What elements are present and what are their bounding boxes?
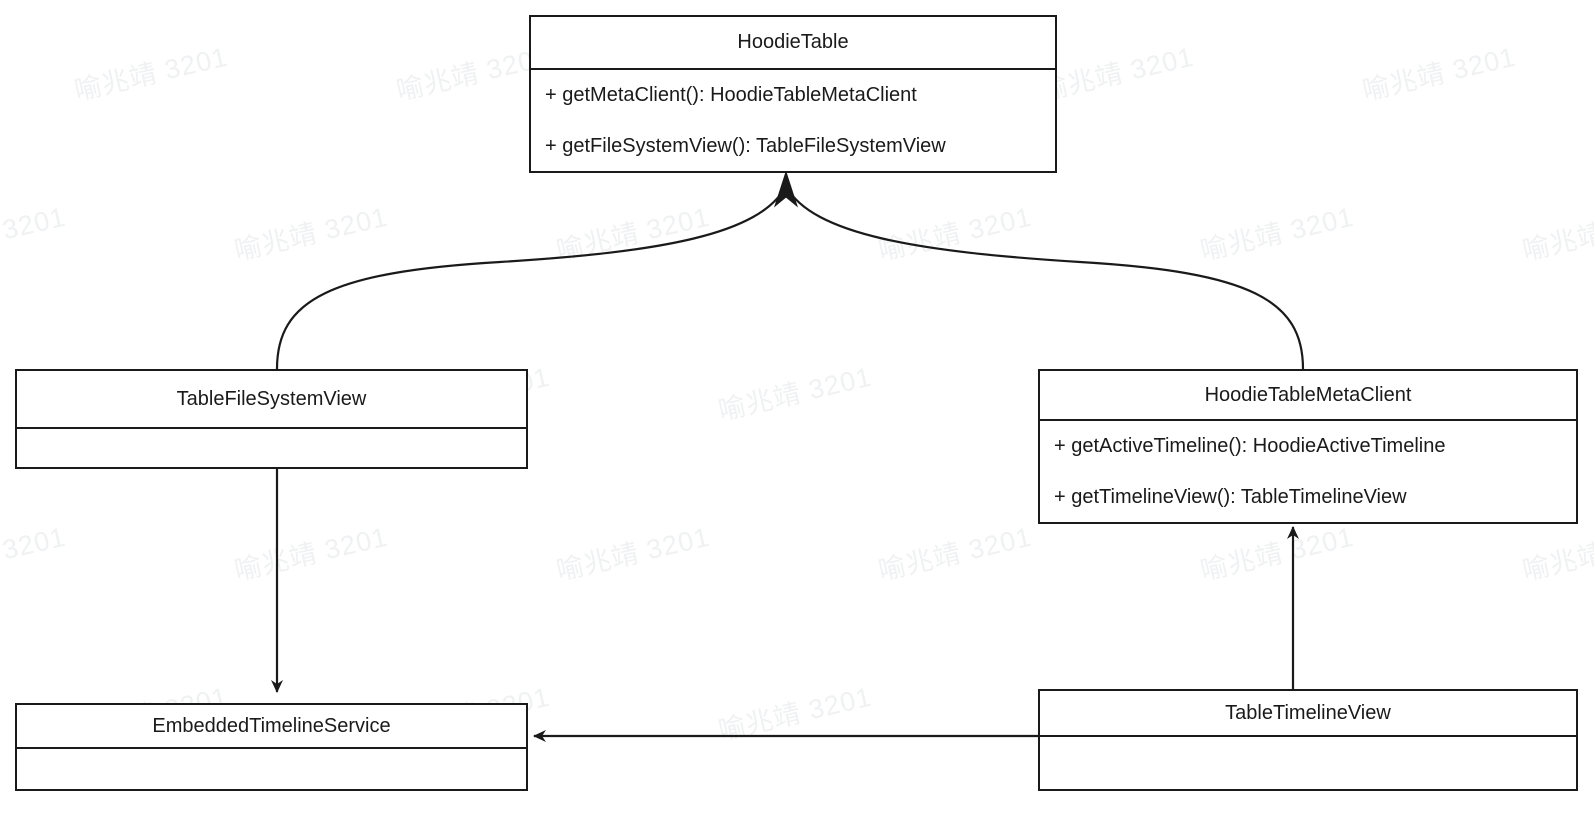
watermark-text: 喻兆靖 3201 [231,521,391,587]
class-members-hoodietablemetaclient: + getActiveTimeline(): HoodieActiveTimel… [1040,421,1576,523]
class-members-embeddedtimelineservice [17,749,526,791]
watermark-text: 喻兆靖 3201 [0,521,69,586]
class-member: + getActiveTimeline(): HoodieActiveTimel… [1054,435,1446,457]
class-members-hoodietable: + getMetaClient(): HoodieTableMetaClient… [531,70,1055,172]
watermark-text: 喻兆靖 3201 [553,521,713,587]
class-member: + getTimelineView(): TableTimelineView [1054,486,1407,508]
class-box-tablefilesystemview[interactable]: TableFileSystemView [15,369,528,469]
class-name-hoodietablemetaclient: HoodieTableMetaClient [1040,371,1576,421]
watermark-text: 喻兆靖 3201 [71,41,231,107]
watermark-text: 喻兆靖 3201 [1519,202,1594,267]
watermark-text: 喻兆靖 3201 [0,201,69,266]
class-box-hoodietablemetaclient[interactable]: HoodieTableMetaClient + getActiveTimelin… [1038,369,1578,524]
connector-tablefilesystemview-to-hoodietable [275,185,787,370]
class-box-tabletimelineview[interactable]: TableTimelineView [1038,689,1578,791]
class-member: + getFileSystemView(): TableFileSystemVi… [545,135,946,157]
class-box-embeddedtimelineservice[interactable]: EmbeddedTimelineService [15,703,528,791]
watermark-text: 喻兆靖 3201 [715,361,875,427]
class-member [17,429,526,467]
class-members-tabletimelineview [1040,737,1576,791]
class-member [17,749,526,791]
class-name-tablefilesystemview: TableFileSystemView [17,371,526,429]
class-member: + getMetaClient(): HoodieTableMetaClient [545,84,917,106]
watermark-text: 喻兆靖 3201 [231,201,391,267]
watermark-text: 喻兆靖 3201 [875,521,1035,587]
watermark-text: 喻兆靖 3201 [875,201,1035,267]
class-box-hoodietable[interactable]: HoodieTable + getMetaClient(): HoodieTab… [529,15,1057,173]
watermark-text: 喻兆靖 3201 [1359,41,1519,107]
class-name-tabletimelineview: TableTimelineView [1040,691,1576,737]
class-member [1040,737,1576,791]
class-name-hoodietable: HoodieTable [531,17,1055,70]
watermark-text: 喻兆靖 3201 [1519,522,1594,587]
connector-hoodietablemetaclient-to-hoodietable [785,185,1305,370]
watermark-text: 喻兆靖 3201 [1037,41,1197,107]
class-members-tablefilesystemview [17,429,526,467]
arrowhead-into-hoodietable [774,170,798,208]
watermark-text: 喻兆靖 3201 [1197,201,1357,267]
watermark-text: 喻兆靖 3201 [1197,521,1357,587]
watermark-text: 喻兆靖 3201 [553,201,713,267]
watermark-text: 喻兆靖 3201 [715,681,875,747]
class-name-embeddedtimelineservice: EmbeddedTimelineService [17,705,526,749]
